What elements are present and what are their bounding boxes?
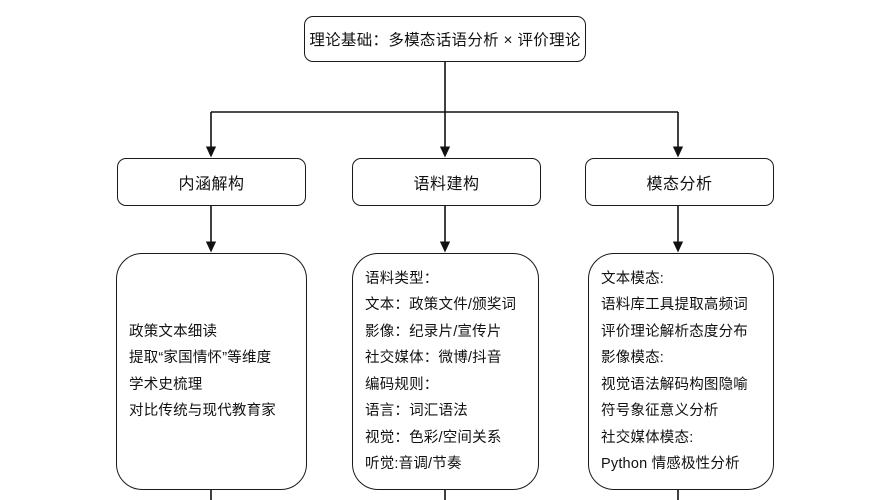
node-corpus-detail[interactable]: 语料类型： 文本：政策文件/颁奖词 影像：纪录片/宣传片 社交媒体：微博/抖音 … <box>352 253 539 490</box>
detail-line: Python 情感极性分析 <box>601 456 740 472</box>
detail-line: 文本：政策文件/颁奖词 <box>365 297 517 313</box>
detail-line: 语言：词汇语法 <box>365 403 468 419</box>
connotation-detail-lines: 政策文本细读 提取“家国情怀”等维度 学术史梳理 对比传统与现代教育家 <box>129 319 306 425</box>
detail-line: 政策文本细读 <box>129 323 218 340</box>
detail-line: 语料库工具提取高频词 <box>601 297 748 313</box>
node-connotation-deconstruction-label: 内涵解构 <box>178 176 245 193</box>
detail-line: 评价理论解析态度分布 <box>601 323 748 340</box>
node-modality-analysis[interactable]: 模态分析 <box>585 158 774 206</box>
detail-line: 提取“家国情怀”等维度 <box>129 350 272 366</box>
detail-line: 视觉语法解码构图隐喻 <box>601 376 748 393</box>
node-corpus-construction-label: 语料建构 <box>413 176 480 193</box>
detail-line: 社交媒体：微博/抖音 <box>365 350 502 366</box>
detail-line: 社交媒体模态: <box>601 429 694 446</box>
detail-line: 影像模态: <box>601 350 665 366</box>
detail-line: 视觉：色彩/空间关系 <box>365 429 502 446</box>
detail-line: 文本模态: <box>601 270 665 287</box>
modality-detail-lines: 文本模态: 语料库工具提取高频词 评价理论解析态度分布 影像模态: 视觉语法解码… <box>601 266 773 478</box>
node-corpus-construction[interactable]: 语料建构 <box>352 158 541 206</box>
node-theory-foundation[interactable]: 理论基础：多模态话语分析 × 评价理论 <box>304 16 586 62</box>
node-modality-analysis-label: 模态分析 <box>646 176 713 193</box>
node-connotation-deconstruction[interactable]: 内涵解构 <box>117 158 306 206</box>
detail-line: 学术史梳理 <box>129 376 203 393</box>
detail-line: 对比传统与现代教育家 <box>129 403 276 419</box>
detail-line: 编码规则： <box>365 376 439 393</box>
detail-line: 语料类型： <box>365 270 439 287</box>
detail-line: 符号象征意义分析 <box>601 403 719 419</box>
detail-line: 听觉:音调/节奏 <box>365 456 462 472</box>
node-theory-foundation-label: 理论基础：多模态话语分析 × 评价理论 <box>309 32 581 49</box>
node-connotation-detail[interactable]: 政策文本细读 提取“家国情怀”等维度 学术史梳理 对比传统与现代教育家 <box>116 253 307 490</box>
detail-line: 影像：纪录片/宣传片 <box>365 323 502 340</box>
corpus-detail-lines: 语料类型： 文本：政策文件/颁奖词 影像：纪录片/宣传片 社交媒体：微博/抖音 … <box>365 266 538 478</box>
node-modality-detail[interactable]: 文本模态: 语料库工具提取高频词 评价理论解析态度分布 影像模态: 视觉语法解码… <box>588 253 774 490</box>
